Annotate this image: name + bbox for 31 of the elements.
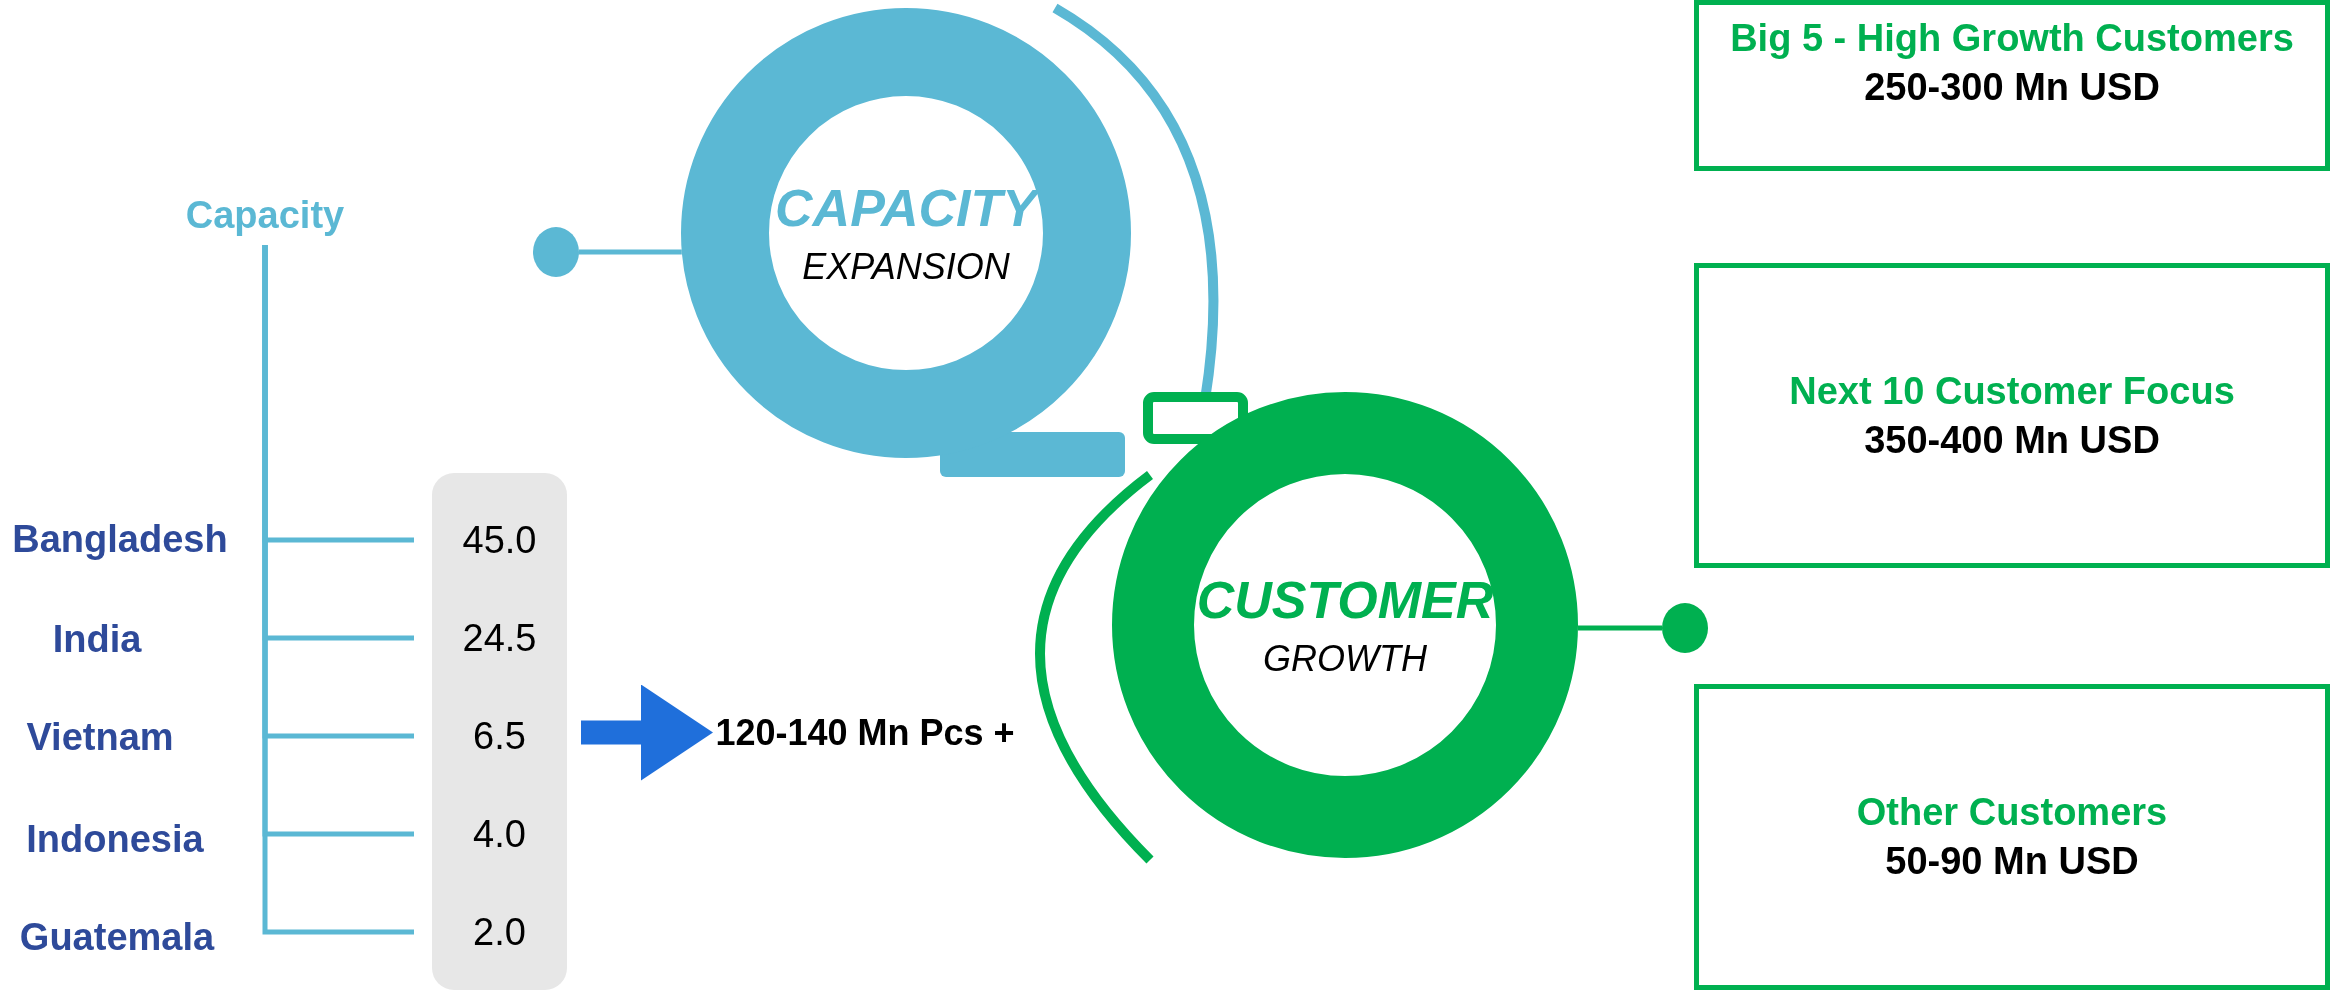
country-label: Vietnam [25, 716, 175, 759]
connector-line [579, 249, 682, 255]
capacity-value: 4.0 [473, 812, 526, 856]
capacity-value: 24.5 [462, 616, 537, 660]
ring-title: CAPACITY [775, 178, 1037, 238]
country-label: Indonesia [25, 818, 205, 861]
capacity-value: 45.0 [462, 518, 537, 562]
ring-title: CUSTOMER [1196, 570, 1494, 630]
segment-heading: Next 10 Customer Focus [1789, 369, 2235, 413]
customer-segment-box [1694, 0, 2330, 171]
segment-heading: Other Customers [1856, 791, 2168, 834]
segment-revenue: 350-400 Mn USD [1864, 418, 2160, 462]
tree-heading: Capacity [185, 193, 345, 237]
segment-revenue: 250-300 Mn USD [1864, 66, 2160, 109]
customer-segment-box [1694, 263, 2330, 568]
country-label: India [51, 618, 143, 661]
country-label: Bangladesh [11, 518, 229, 561]
block-arrow [581, 684, 713, 781]
connector-line [1578, 625, 1662, 631]
ring-subtitle: EXPANSION [802, 246, 1010, 288]
dot-marker [533, 227, 579, 277]
dot-marker [1662, 603, 1708, 653]
values-panel [432, 473, 567, 990]
capacity-value: 2.0 [473, 910, 526, 954]
segment-revenue: 50-90 Mn USD [1885, 840, 2139, 883]
ring-subtitle: GROWTH [1263, 638, 1427, 680]
segment-heading: Big 5 - High Growth Customers [1730, 17, 2294, 60]
customer-segment-box [1694, 684, 2330, 990]
total-capacity-text: 120-140 Mn Pcs + [715, 711, 1015, 754]
capacity-value: 6.5 [473, 714, 526, 758]
country-label: Guatemala [18, 916, 216, 959]
